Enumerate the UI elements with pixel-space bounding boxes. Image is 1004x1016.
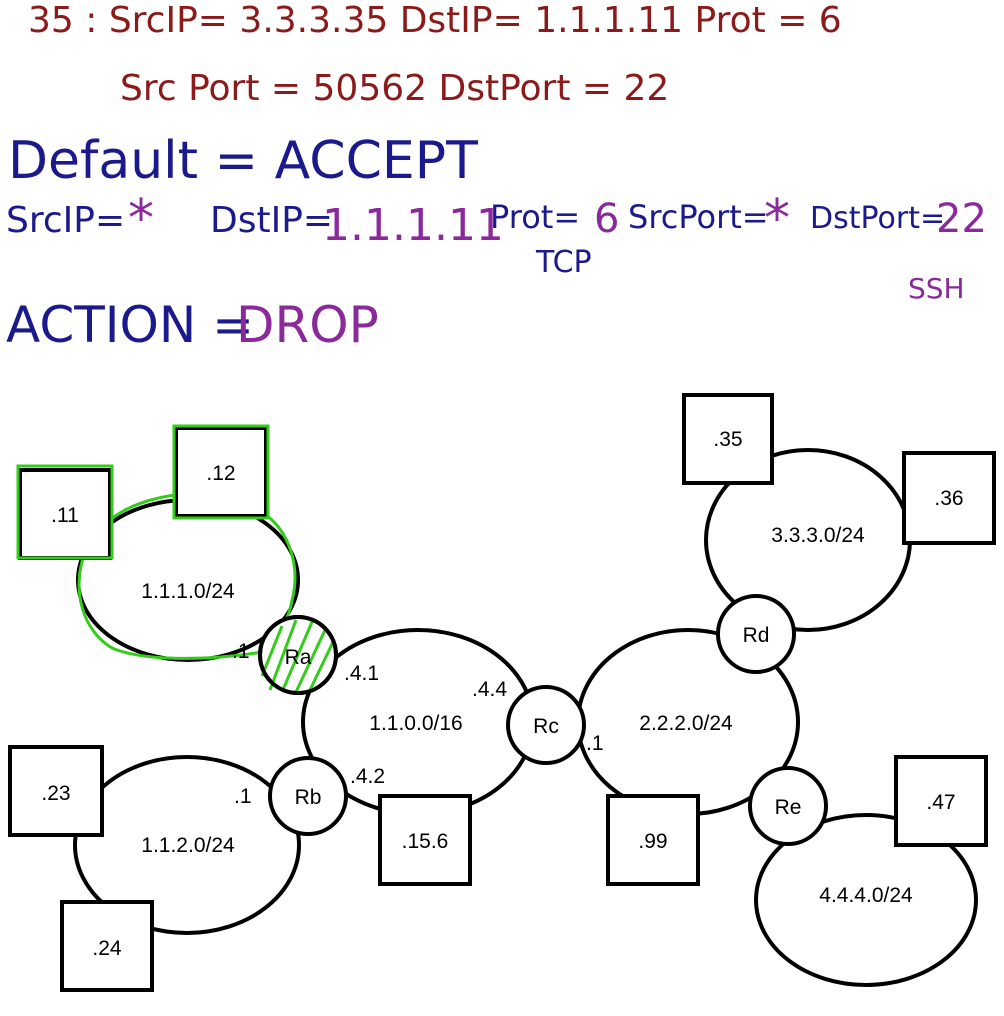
action-value: DROP [236,296,379,354]
rule-src-port-value: * [764,189,790,249]
host-label-36: .36 [934,487,963,510]
highlight-box-12 [172,424,270,520]
host-box-35 [682,393,774,485]
rule-src-ip-label: SrcIP= [6,200,125,241]
packet-line-2: Src Port = 50562 DstPort = 22 [120,68,669,109]
rule-dst-ip-label: DstIP= [210,200,333,241]
highlight-box-11 [16,464,114,560]
router-label-re: Re [775,796,802,819]
rule-src-port-label: SrcPort= [628,198,769,236]
router-ra-outline [258,615,338,695]
rule-annotation: SrcIP= * DstIP= 1.1.1.11 Prot= 6 TCP Src… [6,189,987,305]
host-label-23: .23 [41,782,70,805]
default-policy-annotation: Default = ACCEPT [8,131,478,191]
network-4-4-4-0-ring [754,813,978,987]
interface-rc-1-1-0-0: .4.4 [472,678,507,701]
host-label-24: .24 [92,937,122,960]
rule-dst-port-note: SSH [908,272,965,305]
rule-prot-note: TCP [535,245,592,280]
host-box-36 [902,451,996,545]
ra-firewall-hatching [260,619,336,693]
host-box-23 [8,745,104,837]
router-label-rb: Rb [295,786,322,809]
host-box-24 [60,900,154,992]
host-label-47: .47 [926,791,955,814]
router-labels: Ra Rb Rc Rd Re [285,624,802,819]
interface-ra-1-1-1-0: .1 [232,640,250,663]
host-label-35: .35 [713,428,742,451]
rule-prot-value: 6 [594,196,619,242]
interface-ra-1-1-0-0: .4.1 [344,662,379,685]
router-re-circle [748,766,828,846]
packet-line-1: 35 : SrcIP= 3.3.3.35 DstIP= 1.1.1.11 Pro… [28,0,842,41]
rule-src-ip-value: * [128,189,154,249]
packet-annotation: 35 : SrcIP= 3.3.3.35 DstIP= 1.1.1.11 Pro… [28,0,842,109]
interface-rb-1-1-0-0: .4.2 [350,765,385,788]
network-label-1-1-0-0: 1.1.0.0/16 [369,712,462,735]
router-label-rd: Rd [743,624,770,647]
router-rd-circle [716,594,796,674]
action-label: ACTION = [6,296,254,354]
host-label-11: .11 [51,504,79,527]
network-label-3-3-3-0: 3.3.3.0/24 [771,524,865,547]
host-labels: .11 .12 .23 .24 .15.6 .99 .35 .36 .47 [41,428,963,960]
rule-prot-label: Prot= [490,198,580,236]
router-rb-circle [268,756,348,836]
host-box-47 [894,755,988,847]
host-label-12: .12 [206,462,235,485]
rule-dst-port-label: DstPort= [810,201,945,236]
interface-rc-2-2-2-0: .1 [586,732,604,755]
rule-dst-port-value: 22 [936,196,987,242]
network-topology [8,393,996,992]
network-labels: 1.1.1.0/24 1.1.2.0/24 1.1.0.0/16 2.2.2.0… [141,524,913,907]
interface-labels: .1 .4.1 .1 .4.2 .4.4 .1 [232,640,604,808]
rule-dst-ip-value: 1.1.1.11 [322,200,504,251]
network-1-1-2-0-ring [73,755,301,935]
interface-rb-1-1-2-0: .1 [234,785,252,808]
host-label-99: .99 [638,830,667,853]
router-rc-circle [506,685,586,765]
network-label-2-2-2-0: 2.2.2.0/24 [639,712,733,735]
host-box-15-6 [378,794,472,886]
host-box-12 [174,426,268,518]
network-label-4-4-4-0: 4.4.4.0/24 [819,884,913,907]
action-annotation: ACTION = DROP [6,296,379,354]
router-label-ra: Ra [285,646,312,669]
router-label-rc: Rc [533,715,559,738]
network-label-1-1-2-0: 1.1.2.0/24 [141,834,235,857]
network-label-1-1-1-0: 1.1.1.0/24 [141,580,235,603]
host-box-99 [606,794,700,886]
host-label-15-6: .15.6 [402,830,449,853]
default-policy-text: Default = ACCEPT [8,131,478,191]
